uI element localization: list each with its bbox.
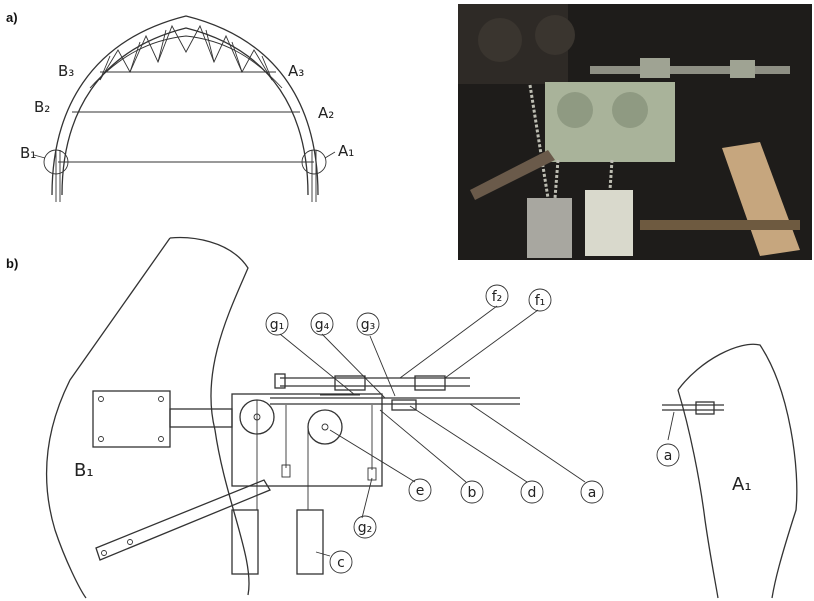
callout-e: e bbox=[408, 478, 432, 502]
housing bbox=[231, 393, 383, 510]
callout-g1: g₁ bbox=[265, 312, 289, 336]
svg-text:a: a bbox=[664, 448, 673, 464]
svg-text:c: c bbox=[337, 555, 345, 571]
right-fixture bbox=[662, 401, 724, 441]
arch-truss bbox=[33, 15, 336, 202]
svg-text:g₂: g₂ bbox=[358, 520, 373, 536]
svg-text:e: e bbox=[416, 483, 425, 499]
callout-d: d bbox=[520, 480, 544, 504]
svg-text:f₂: f₂ bbox=[492, 289, 503, 305]
callout-c: c bbox=[329, 550, 353, 574]
callout-b: b bbox=[460, 480, 484, 504]
weight-c bbox=[296, 509, 324, 575]
arch-label-a1: A₁ bbox=[338, 142, 354, 160]
weight-left bbox=[231, 509, 259, 575]
svg-text:g₄: g₄ bbox=[315, 317, 330, 333]
callout-g4: g₄ bbox=[310, 312, 334, 336]
svg-text:f₁: f₁ bbox=[535, 293, 546, 309]
svg-text:d: d bbox=[528, 485, 537, 501]
beam-b1-label: B₁ bbox=[74, 460, 94, 481]
svg-text:a: a bbox=[588, 485, 597, 501]
arch-label-a3: A₃ bbox=[288, 62, 304, 80]
callout-g2: g₂ bbox=[353, 515, 377, 539]
leader-lines bbox=[279, 305, 586, 557]
callout-f1: f₁ bbox=[528, 288, 552, 312]
callout-a-right: a bbox=[656, 443, 680, 467]
callout-a: a bbox=[580, 480, 604, 504]
arch-label-b1: B₁ bbox=[20, 144, 36, 162]
beam-a1-label: A₁ bbox=[732, 474, 752, 495]
arch-label-b2: B₂ bbox=[34, 98, 50, 116]
svg-text:b: b bbox=[468, 485, 477, 501]
callout-f2: f₂ bbox=[485, 284, 509, 308]
beam-b1 bbox=[45, 236, 250, 599]
svg-text:g₁: g₁ bbox=[270, 317, 285, 333]
callout-g3: g₃ bbox=[356, 312, 380, 336]
apparatus-photo bbox=[458, 4, 812, 260]
panel-b-label: b) bbox=[6, 256, 18, 271]
rail-assembly bbox=[270, 373, 520, 411]
svg-text:g₃: g₃ bbox=[361, 317, 376, 333]
panel-a-label: a) bbox=[6, 10, 18, 25]
arch-label-b3: B₃ bbox=[58, 62, 74, 80]
beam-a1 bbox=[677, 343, 798, 599]
lower-strut bbox=[95, 479, 271, 561]
arch-label-a2: A₂ bbox=[318, 104, 334, 122]
